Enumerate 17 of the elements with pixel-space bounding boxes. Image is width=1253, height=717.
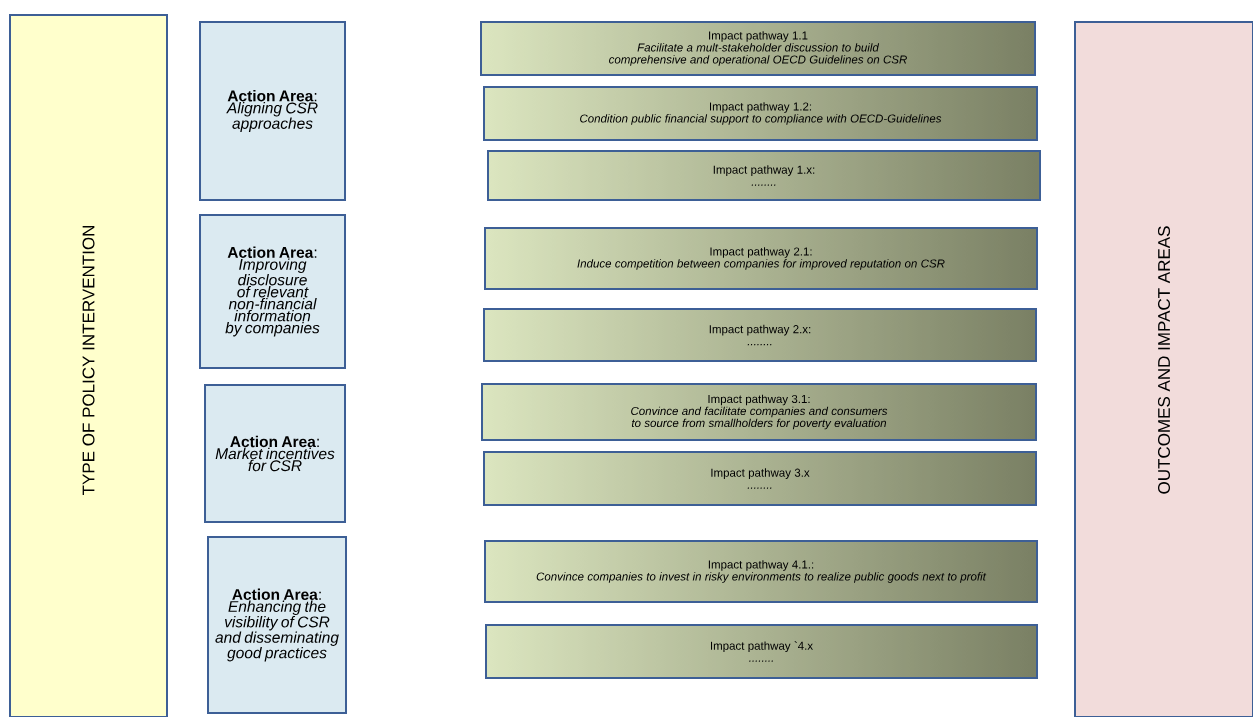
action-area-box: Action Area: Market incentives for CSR [204, 384, 346, 523]
impact-pathway-box: Impact pathway 1.x: ........ [487, 150, 1041, 201]
side-band [9, 14, 168, 717]
band-label: TYPE OF POLICY INTERVENTION [82, 225, 95, 495]
impact-pathway-box: Impact pathway 3.1: Convince and facilitate companies and consumers to source from smallholders for poverty evaluation [481, 383, 1037, 441]
action-area-box: Action Area: Enhancing the visibility of CSR and disseminating good practices [207, 536, 347, 714]
band-label: OUTCOMES AND IMPACT AREAS [1158, 226, 1171, 494]
impact-pathway-box: Impact pathway 3.x ........ [483, 451, 1037, 506]
side-band [1074, 21, 1253, 717]
action-area-box: Action Area: Improving disclosure of relevant non-financial information by companies [199, 214, 346, 369]
impact-pathway-box: Impact pathway 4.1.: Convince companies to invest in risky environments to realize public goods next to profit [484, 540, 1038, 603]
impact-pathway-box: Impact pathway 2.x: ........ [483, 308, 1037, 362]
impact-pathway-box: Impact pathway `4.x ........ [485, 624, 1038, 679]
impact-pathway-box: Impact pathway 2.1: Induce competition between companies for improved reputation on CSR [484, 227, 1038, 290]
action-area-box: Action Area: Aligning CSR approaches [199, 21, 346, 201]
impact-pathway-box: Impact pathway 1.2: Condition public financial support to compliance with OECD-Guidelines [483, 86, 1038, 141]
impact-pathway-box: Impact pathway 1.1 Facilitate a mult-stakeholder discussion to build comprehensive and operational OECD Guidelines on CSR [480, 21, 1036, 76]
